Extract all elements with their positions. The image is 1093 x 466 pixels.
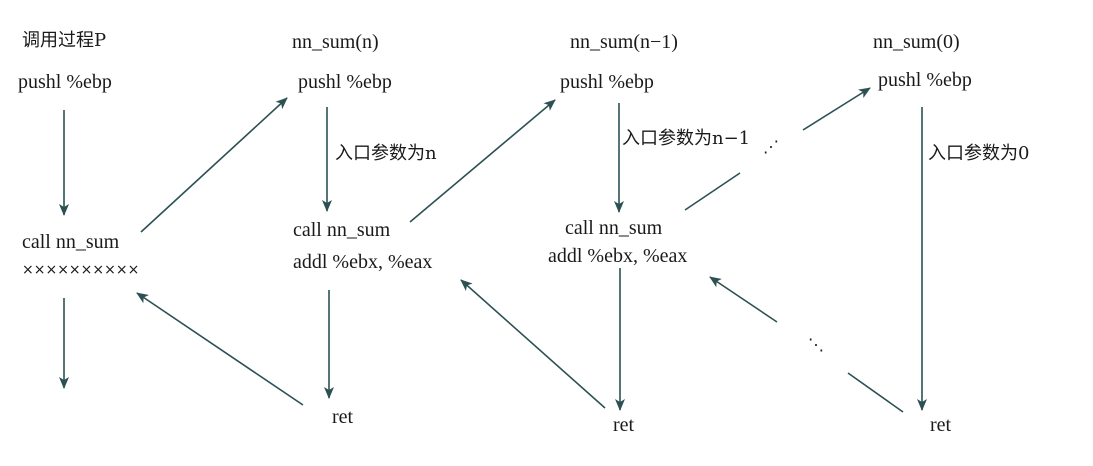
n1-call: call nn_sum [565,217,663,239]
n1-ret: ret [613,414,635,436]
arrow-to-0 [802,87,871,131]
arrow-n-ret-to-p [136,292,304,406]
line-0-ret-out [847,372,904,413]
caller-push: pushl %ebp [18,71,112,93]
ellipsis-lower: ⋱ [808,337,824,354]
n1-title: nn_sum(n−1) [570,31,678,53]
ellipsis-upper: ⋰ [763,139,779,156]
line-n1-call-out [684,172,741,211]
arrow-n1-ret-to-n [460,279,606,409]
n-ret: ret [332,406,354,428]
n-param: 入口参数为n [335,143,437,164]
n-add: addl %ebx, %eax [293,251,433,273]
n1-push: pushl %ebp [560,71,654,93]
caller-call: call nn_sum [22,231,120,253]
arrow-p-call-to-n [140,97,288,233]
arrow-return-to-n1 [709,276,778,323]
arrow-n-call-to-n1 [409,99,556,223]
zero-param: 入口参数为0 [928,143,1030,164]
caller-title: 调用过程P [22,30,107,51]
n1-param: 入口参数为n−1 [622,128,751,149]
caller-after-call: ×××××××××× [22,262,140,278]
n1-add: addl %ebx, %eax [548,245,688,267]
n-title: nn_sum(n) [292,31,379,53]
zero-push: pushl %ebp [878,69,972,91]
zero-title: nn_sum(0) [873,31,960,53]
n-push: pushl %ebp [298,71,392,93]
n-call: call nn_sum [293,219,391,241]
zero-ret: ret [930,414,952,436]
